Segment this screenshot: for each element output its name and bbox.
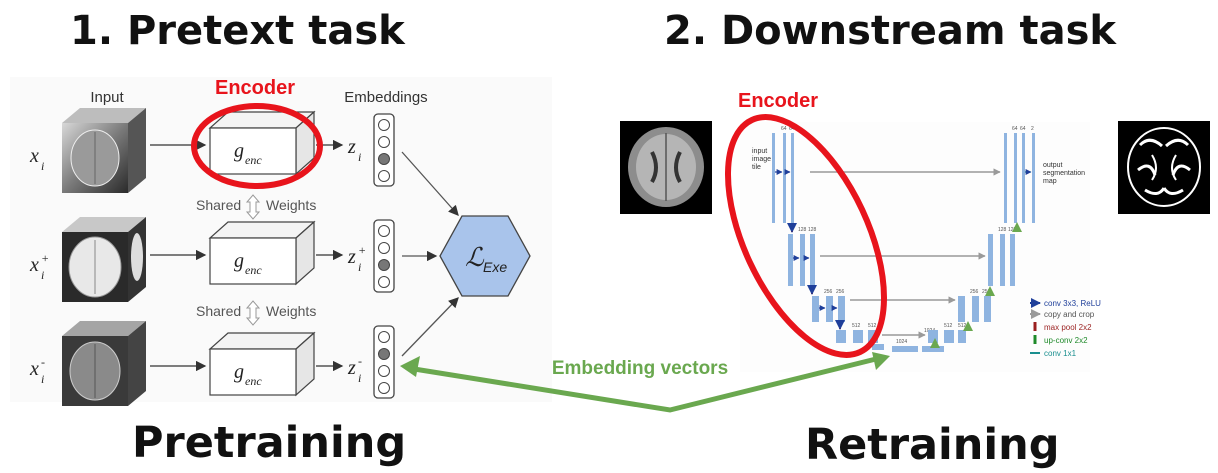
brain-cube-anchor [62, 108, 146, 193]
downstream-task-title: 2. Downstream task [664, 8, 1116, 54]
embeddings-column-label: Embeddings [344, 89, 427, 106]
encoder-highlight-ellipse [191, 103, 323, 189]
brain-cube-negative [62, 321, 146, 406]
input-x-subscript: i [41, 372, 44, 386]
input-tile-label-3: tile [752, 164, 761, 171]
pretext-task-title: 1. Pretext task [70, 8, 405, 54]
shared-label-1: Shared [196, 197, 241, 213]
shared-label-2: Shared [196, 303, 241, 319]
embedding-z-superscript: - [358, 354, 362, 368]
g-enc-subscript: enc [245, 153, 262, 167]
pretext-row-positive: x + i g enc z + i [29, 217, 395, 302]
g-enc-symbol: g [234, 140, 244, 162]
double-arrow-icon [245, 194, 261, 220]
legend-maxpool-label: max pool 2x2 [1044, 323, 1092, 332]
retraining-caption: Retraining [805, 420, 1060, 470]
double-arrow-icon [245, 300, 261, 326]
pretext-row-negative: x - i g enc z - i [29, 321, 395, 406]
input-x-superscript: - [41, 355, 45, 369]
input-x-symbol: x [29, 145, 39, 167]
loss-symbol: ℒ [465, 243, 485, 272]
embedding-vector-anchor [373, 113, 395, 187]
embedding-z-symbol: z [347, 136, 356, 158]
legend-conv-label: conv 3x3, ReLU [1044, 299, 1101, 308]
pretraining-caption: Pretraining [132, 418, 407, 468]
weights-label-2: Weights [266, 303, 316, 319]
embedding-vector-negative [373, 325, 395, 399]
embedding-z-symbol: z [347, 357, 356, 379]
output-map-label-3: map [1043, 178, 1057, 185]
downstream-encoder-label: Encoder [738, 90, 818, 112]
channel-label: 64 [1012, 126, 1018, 132]
pretext-encoder-label: Encoder [215, 77, 295, 99]
embedding-z-subscript: i [358, 260, 361, 274]
channel-label: 128 [798, 227, 807, 233]
legend-upconv-label: up-conv 2x2 [1044, 336, 1088, 345]
input-x-superscript: + [41, 251, 49, 265]
loss-subscript: Exe [483, 259, 507, 275]
channel-label: 128 [998, 227, 1007, 233]
embedding-z-symbol: z [347, 246, 356, 268]
input-x-subscript: i [41, 268, 44, 282]
input-x-subscript: i [41, 159, 44, 173]
input-brain-scan [620, 121, 712, 214]
g-enc-symbol: g [234, 250, 244, 272]
channel-label: 512 [868, 323, 877, 329]
legend-copy-label: copy and crop [1044, 310, 1095, 319]
encoder-box-positive: g enc [208, 220, 316, 286]
channel-label: 128 [1008, 227, 1017, 233]
weights-label-1: Weights [266, 197, 316, 213]
encoder-box-negative: g enc [208, 331, 316, 397]
input-tile-label-2: image [752, 156, 771, 163]
channel-label: 256 [824, 289, 833, 295]
embedding-z-subscript: i [358, 371, 361, 385]
input-x-symbol: x [29, 358, 39, 380]
g-enc-subscript: enc [245, 374, 262, 388]
output-segmentation-map [1118, 121, 1210, 214]
channel-label: 128 [808, 227, 817, 233]
legend-conv1x1-label: conv 1x1 [1044, 349, 1077, 358]
output-map-label-2: segmentation [1043, 170, 1085, 177]
output-map-label-1: output [1043, 162, 1063, 169]
downstream-panel: input image tile 64 64 128 128 256 256 [400, 90, 1210, 413]
embedding-vectors-label: Embedding vectors [552, 358, 728, 379]
unet-legend: conv 3x3, ReLU copy and crop max pool 2x… [1030, 298, 1101, 358]
g-enc-symbol: g [234, 361, 244, 383]
channel-label: 64 [789, 126, 795, 132]
brain-cube-positive [62, 217, 146, 302]
embedding-link-arrow [400, 352, 890, 413]
channel-label: 256 [836, 289, 845, 295]
channel-label: 64 [781, 126, 787, 132]
channel-label: 512 [852, 323, 861, 329]
unet-encoder-highlight-ellipse [725, 114, 887, 358]
embedding-vector-positive [373, 219, 395, 293]
embedding-z-subscript: i [358, 150, 361, 164]
input-tile-label-1: input [752, 148, 767, 155]
channel-label: 512 [944, 323, 953, 329]
embedding-z-superscript: + [358, 243, 366, 257]
channel-label: 64 [1020, 126, 1026, 132]
channel-label: 2 [1031, 126, 1034, 132]
channel-label: 512 [958, 323, 967, 329]
pretext-panel: Input Encoder Embeddings x i g enc [10, 77, 552, 406]
channel-label: 256 [970, 289, 979, 295]
g-enc-subscript: enc [245, 263, 262, 277]
encoder-box-anchor: g enc [208, 110, 316, 176]
channel-label: 1024 [896, 339, 907, 345]
input-column-label: Input [90, 89, 124, 106]
input-x-symbol: x [29, 254, 39, 276]
contrastive-loss-node: ℒ Exe [439, 215, 531, 297]
